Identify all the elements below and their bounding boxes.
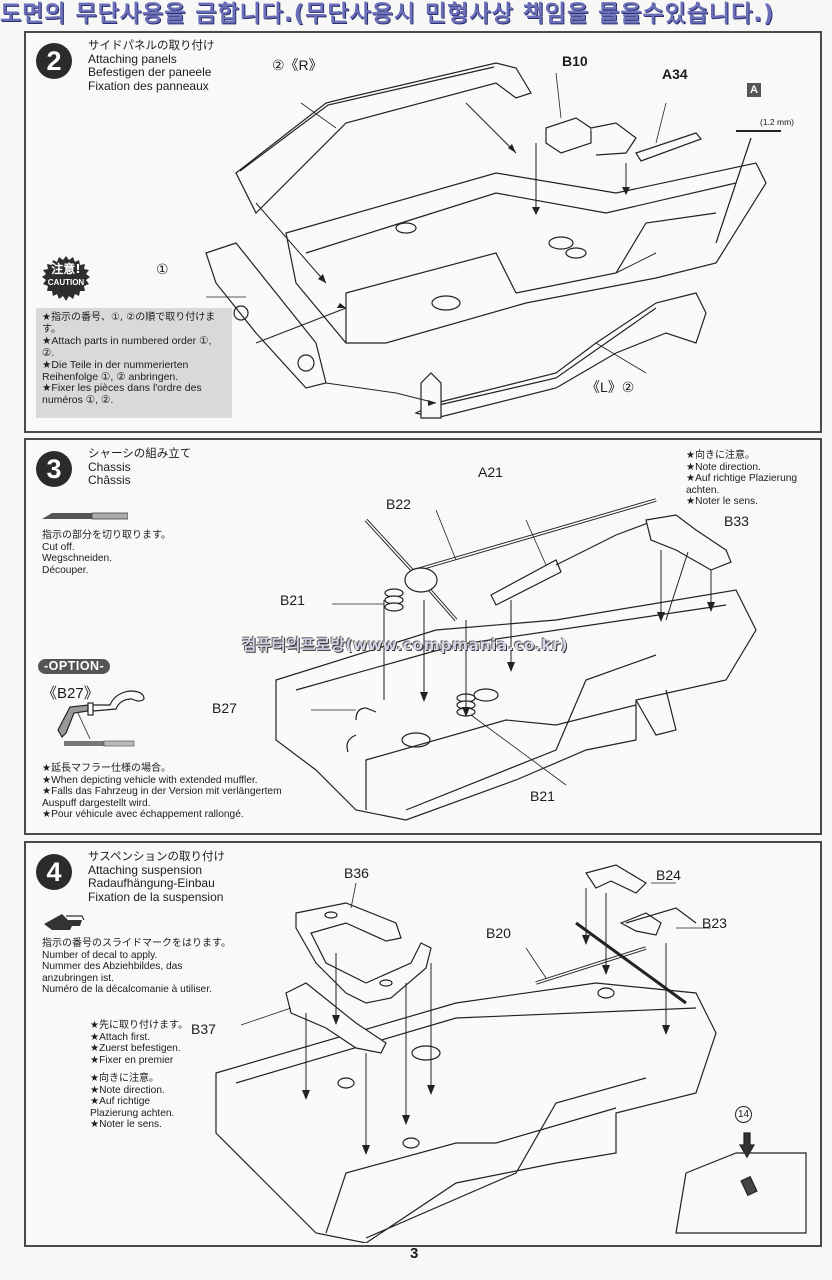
step-title: サスペンションの取り付け Attaching suspension Radauf… bbox=[88, 849, 225, 904]
title-de: Radaufhängung-Einbau bbox=[88, 876, 215, 890]
label-left-panel: 《L》② bbox=[586, 379, 635, 395]
option-part-label: 《B27》 bbox=[42, 685, 99, 702]
label-front-part: ① bbox=[156, 261, 169, 277]
step-number-badge: 3 bbox=[36, 451, 72, 487]
caution-line: ★Die Teile in der nummerierten Reihenfol… bbox=[42, 358, 189, 383]
title-de: Befestigen der paneele bbox=[88, 65, 212, 79]
extended-muffler-icon bbox=[57, 690, 145, 747]
label-b21-bottom: B21 bbox=[530, 788, 555, 804]
step-4-assembly-drawing bbox=[215, 864, 807, 1243]
watermark: 컴퓨터의프로방(www.compmania.co.kr) bbox=[242, 636, 568, 654]
cut-notes: 指示の部分を切り取ります。 Cut off. Wegschneiden. Déc… bbox=[42, 530, 171, 576]
step-3-panel: 3 シャーシの組み立て Chassis Châssis 指示の部分を切り取ります… bbox=[24, 438, 822, 835]
label-b33: B33 bbox=[724, 513, 749, 529]
label-b24: B24 bbox=[656, 867, 681, 883]
option-notes: ★延長マフラー仕様の場合。 ★When depicting vehicle wi… bbox=[42, 763, 282, 821]
caution-line: ★Fixer les pièces dans l'ordre des numér… bbox=[42, 382, 202, 407]
title-en: Attaching panels bbox=[88, 51, 177, 66]
step-title: シャーシの組み立て Chassis Châssis bbox=[88, 446, 192, 488]
step-3-assembly-drawing bbox=[275, 498, 757, 821]
label-b10: B10 bbox=[562, 53, 588, 69]
step-2-panel: 2 サイドパネルの取り付け Attaching panels Befestige… bbox=[24, 31, 822, 433]
decal-notes: 指示の番号のスライドマークをはります。 Number of decal to a… bbox=[42, 938, 231, 996]
direction-notes: ★向きに注意。 ★Note direction. ★Auf richtige P… bbox=[686, 450, 798, 508]
option-pill: -OPTION- bbox=[38, 659, 111, 674]
caution-badge-jp: 注意! bbox=[51, 262, 81, 276]
title-fr: Fixation de la suspension bbox=[88, 889, 224, 904]
title-jp: サスペンションの取り付け bbox=[88, 849, 225, 863]
title-en: Chassis bbox=[88, 459, 131, 474]
caution-badge-icon bbox=[42, 256, 90, 301]
attach-first-notes: ★先に取り付けます。 ★Attach first. ★Zuerst befest… bbox=[90, 1020, 188, 1066]
label-b21-top: B21 bbox=[280, 592, 305, 608]
step-title: サイドパネルの取り付け Attaching panels Befestigen … bbox=[88, 38, 215, 93]
hobby-knife-icon bbox=[42, 512, 128, 520]
step-4-panel: 4 サスペンションの取り付け Attaching suspension Rada… bbox=[24, 841, 822, 1247]
label-a34: A34 bbox=[662, 66, 688, 82]
label-b36: B36 bbox=[344, 865, 369, 881]
direction-notes: ★向きに注意。 ★Note direction. ★Auf richtige P… bbox=[90, 1073, 175, 1131]
decal-number-badge: 14 bbox=[735, 1106, 752, 1123]
caution-badge-en: CAUTION bbox=[47, 278, 85, 287]
title-fr: Fixation des panneaux bbox=[88, 78, 209, 93]
step-number-badge: 4 bbox=[36, 854, 72, 890]
caution-line: ★Attach parts in numbered order ①, ②. bbox=[42, 334, 212, 359]
step-2-assembly-drawing bbox=[205, 62, 781, 419]
title-fr: Châssis bbox=[88, 473, 131, 487]
decal-slide-icon bbox=[44, 914, 85, 930]
label-b20: B20 bbox=[486, 925, 511, 941]
label-b37: B37 bbox=[191, 1021, 216, 1037]
label-b27: B27 bbox=[212, 700, 237, 716]
title-jp: シャーシの組み立て bbox=[88, 446, 192, 460]
page-number: 3 bbox=[410, 1245, 419, 1262]
label-b23: B23 bbox=[702, 915, 727, 931]
title-en: Attaching suspension bbox=[88, 862, 203, 877]
caution-line: ★指示の番号、①, ②の順で取り付けます。 bbox=[42, 312, 216, 335]
label-b22: B22 bbox=[386, 496, 411, 512]
label-a21: A21 bbox=[478, 464, 503, 480]
caution-notes: ★指示の番号、①, ②の順で取り付けます。 ★Attach parts in n… bbox=[36, 308, 232, 418]
label-right-panel: ②《R》 bbox=[272, 57, 323, 73]
title-jp: サイドパネルの取り付け bbox=[88, 38, 215, 52]
screw-tag-a: A bbox=[747, 83, 761, 97]
step-number-badge: 2 bbox=[36, 43, 72, 79]
screw-size: (1.2 mm) bbox=[760, 117, 794, 127]
copyright-banner: 도면의 무단사용을 금합니다.(무단사용시 민형사상 책임을 물을수있습니다.) bbox=[0, 1, 775, 27]
